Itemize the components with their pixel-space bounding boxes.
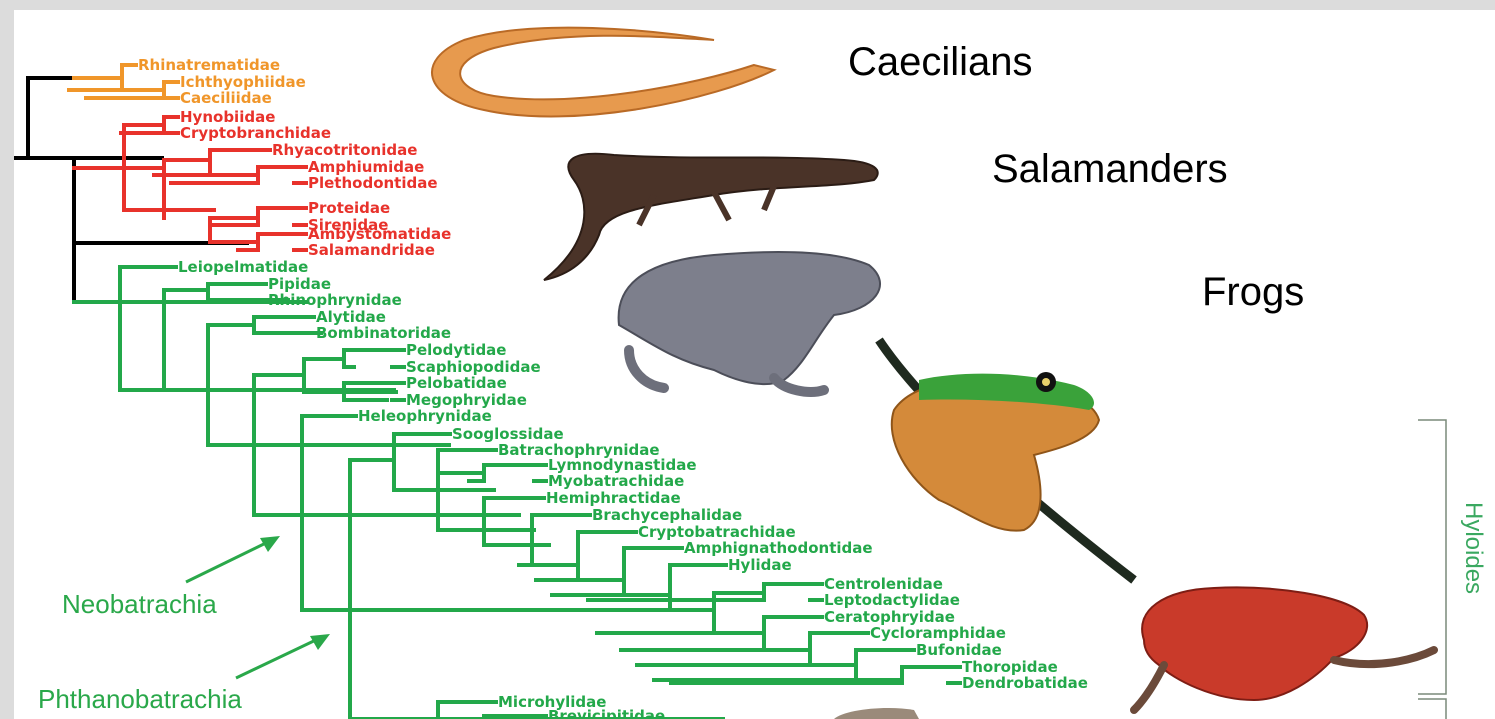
- taxon-label-heleophrynidae: Heleophrynidae: [358, 407, 492, 425]
- clade-label-phthanobatrachia: Phthanobatrachia: [38, 684, 242, 714]
- taxon-label-cryptobranchidae: Cryptobranchidae: [180, 124, 331, 142]
- taxon-label-dendrobatidae: Dendrobatidae: [962, 674, 1088, 692]
- clade-label-neobatrachia: Neobatrachia: [62, 589, 217, 619]
- taxon-label-caeciliidae: Caeciliidae: [180, 89, 272, 107]
- taxon-label-myobatrachidae: Myobatrachidae: [548, 472, 684, 490]
- taxon-label-hylidae: Hylidae: [728, 556, 792, 574]
- group-label-salamanders: Salamanders: [992, 147, 1228, 191]
- poison-frog-photo: [1134, 587, 1434, 710]
- partial-frog-photo: [834, 708, 919, 719]
- taxon-label-rhyacotritonidae: Rhyacotritonidae: [272, 141, 417, 159]
- taxon-label-cycloramphidae: Cycloramphidae: [870, 624, 1006, 642]
- taxon-label-brachycephalidae: Brachycephalidae: [592, 506, 742, 524]
- taxon-label-bombinatoridae: Bombinatoridae: [316, 324, 451, 342]
- taxon-label-pelobatidae: Pelobatidae: [406, 374, 507, 392]
- taxon-label-leptodactylidae: Leptodactylidae: [824, 591, 960, 609]
- taxon-label-leiopelmatidae: Leiopelmatidae: [178, 258, 308, 276]
- taxon-label-hemiphractidae: Hemiphractidae: [546, 489, 681, 507]
- toad-photo: [619, 252, 880, 392]
- taxon-label-bufonidae: Bufonidae: [916, 641, 1002, 659]
- hyloides-bracket: [1418, 420, 1446, 719]
- taxon-label-salamandridae: Salamandridae: [308, 241, 435, 259]
- clade-label-hyloides: Hyloides: [1460, 502, 1487, 594]
- taxon-label-brevicipitidae: Brevicipitidae: [548, 707, 665, 719]
- neobatrachia-arrow: [186, 536, 280, 582]
- group-label-caecilians: Caecilians: [848, 40, 1033, 84]
- taxon-label-pelodytidae: Pelodytidae: [406, 341, 506, 359]
- taxon-label-rhinatrematidae: Rhinatrematidae: [138, 56, 280, 74]
- tree-frog-photo: [879, 340, 1134, 580]
- phthanobatrachia-arrow: [236, 634, 330, 678]
- taxon-label-plethodontidae: Plethodontidae: [308, 174, 438, 192]
- taxon-label-amphignathodontidae: Amphignathodontidae: [684, 539, 873, 557]
- taxon-label-rhinophrynidae: Rhinophrynidae: [268, 291, 402, 309]
- caecilian-photo: [432, 28, 774, 117]
- phylogeny-tree: RhinatrematidaeIchthyophiidaeCaeciliidae…: [14, 10, 1495, 719]
- group-label-frogs: Frogs: [1202, 270, 1304, 314]
- taxon-label-proteidae: Proteidae: [308, 199, 390, 217]
